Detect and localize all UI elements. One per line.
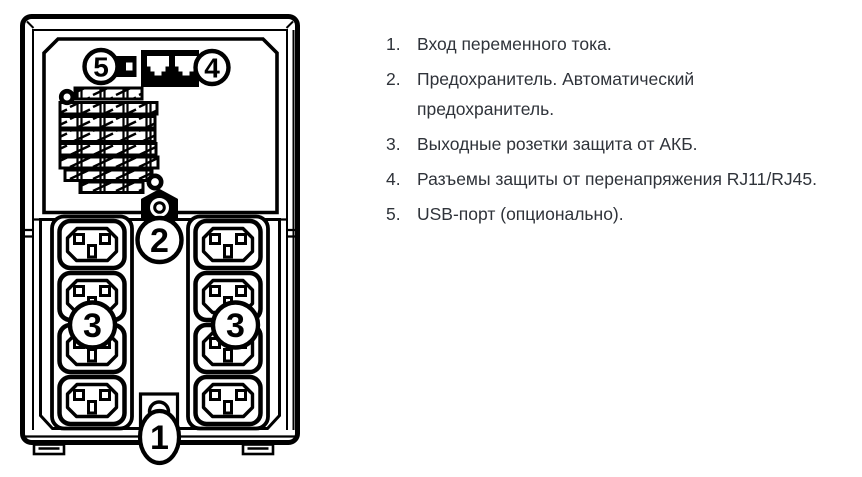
ups-rear-panel-drawing: 2 3 3 1 5 4: [20, 14, 300, 466]
legend-item-5-text: USB-порт (опционально).: [417, 204, 624, 224]
callout-4-label: 4: [204, 53, 220, 84]
legend-item-3: 3. Выходные розетки защита от АКБ.: [386, 129, 856, 159]
legend-item-4-text: Разъемы защиты от перенапряжения RJ11/RJ…: [417, 169, 817, 189]
legend-item-5: 5. USB-порт (опционально).: [386, 199, 856, 229]
legend-item-2: 2. Предохранитель. Автоматический предох…: [386, 64, 856, 124]
legend-item-1-text: Вход переменного тока.: [417, 34, 612, 54]
callout-5-label: 5: [93, 52, 109, 83]
callout-2: 2: [135, 215, 184, 265]
legend-item-5-number: 5.: [386, 204, 401, 224]
ups-rear-panel-diagram: 2 3 3 1 5 4: [0, 0, 340, 472]
rj11-rj45-ports: [141, 50, 199, 87]
callout-1: 1: [137, 408, 182, 466]
legend-item-4-number: 4.: [386, 169, 401, 189]
callout-3-right-label: 3: [226, 307, 245, 345]
callout-5: 5: [82, 47, 120, 86]
legend-item-3-text: Выходные розетки защита от АКБ.: [417, 134, 698, 154]
callout-4: 4: [193, 48, 231, 87]
callout-3-right: 3: [210, 300, 261, 350]
callout-2-label: 2: [150, 222, 169, 260]
screw-icon: [146, 173, 164, 191]
feet: [32, 443, 275, 456]
legend: 1. Вход переменного тока. 2. Предохранит…: [386, 29, 856, 234]
legend-item-2-text: Предохранитель. Автоматический предохран…: [417, 69, 695, 119]
callout-3-left: 3: [67, 300, 118, 350]
side-seams: [20, 228, 300, 238]
legend-item-1-number: 1.: [386, 34, 401, 54]
legend-item-1: 1. Вход переменного тока.: [386, 29, 856, 59]
legend-item-3-number: 3.: [386, 134, 401, 154]
screw-icon: [58, 88, 76, 106]
legend-item-2-number: 2.: [386, 69, 401, 89]
callout-1-label: 1: [150, 419, 169, 457]
legend-item-4: 4. Разъемы защиты от перенапряжения RJ11…: [386, 164, 856, 194]
callout-3-left-label: 3: [83, 307, 102, 345]
fan-grille: [58, 86, 164, 194]
